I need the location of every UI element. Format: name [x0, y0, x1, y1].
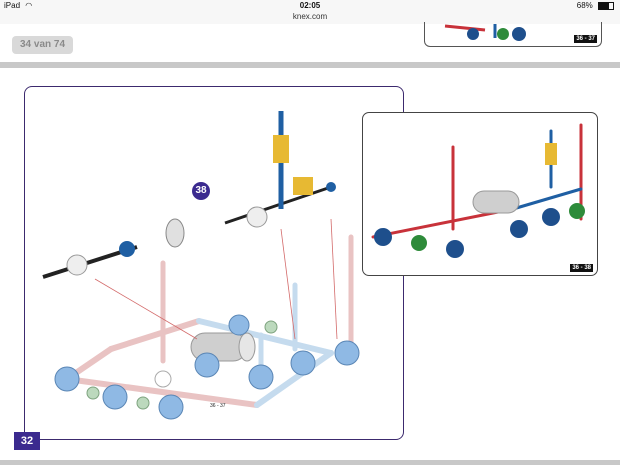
battery-status: 68%	[577, 0, 614, 12]
step-number: 38	[192, 182, 210, 200]
battery-icon	[598, 2, 614, 10]
base-frame	[67, 237, 351, 405]
result-inset: 36 - 38	[362, 112, 598, 276]
previous-model-parts	[445, 24, 526, 41]
assembly-drawing	[25, 87, 405, 441]
wheel-connectors	[55, 315, 359, 419]
clock: 02:05	[0, 0, 620, 12]
figure-ref: 36 - 37	[210, 403, 226, 409]
page-separator-bottom	[0, 460, 620, 465]
url-text: knex.com	[293, 12, 327, 21]
instruction-page: 38 36 - 37 32 36 - 38	[6, 68, 614, 460]
status-bar: iPad ◠ 02:05 68%	[0, 0, 620, 12]
assembly-guide-lines	[95, 219, 337, 339]
page-number: 32	[14, 432, 40, 450]
page-counter[interactable]: 34 van 74	[12, 36, 73, 54]
previous-page: 34 van 74 36 - 37	[6, 24, 614, 63]
previous-inset: 36 - 37	[424, 22, 602, 47]
result-inset-drawing	[363, 113, 598, 276]
previous-inset-ref: 36 - 37	[574, 35, 597, 43]
step-frame	[24, 86, 404, 440]
result-inset-ref: 36 - 38	[570, 264, 593, 272]
axle-right	[225, 111, 336, 227]
battery-percent: 68%	[577, 1, 593, 10]
result-model	[373, 125, 585, 258]
